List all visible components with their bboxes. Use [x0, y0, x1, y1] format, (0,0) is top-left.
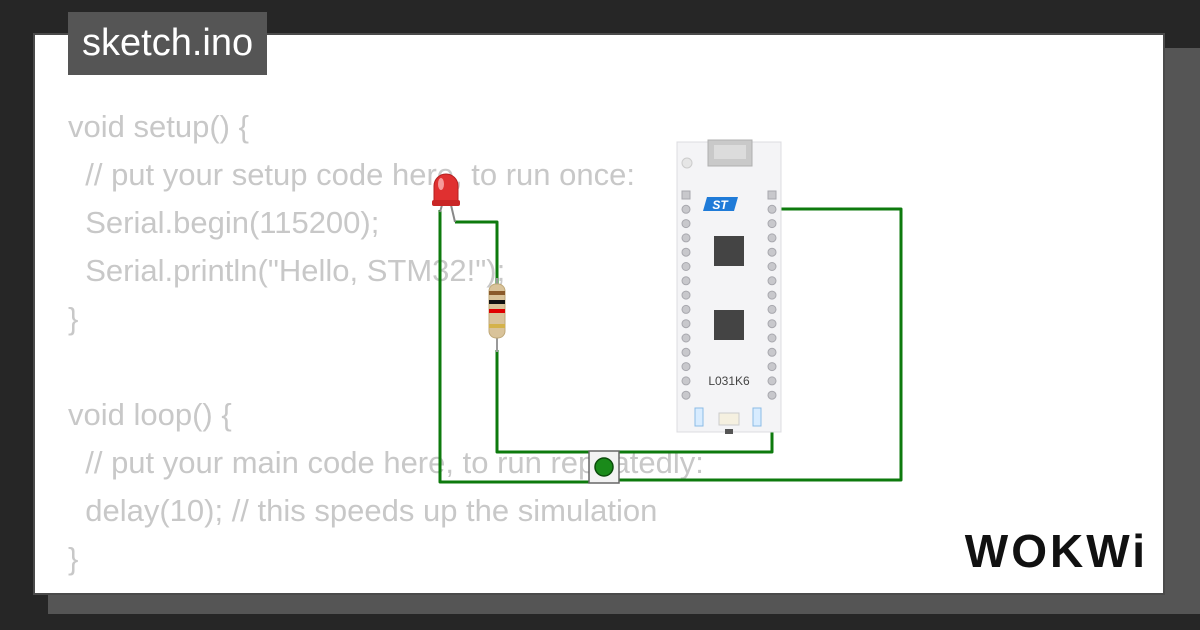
header-pin[interactable] [767, 304, 777, 314]
code-line: Serial.begin(115200); [68, 205, 380, 240]
wokwi-logo: WOKWi [964, 525, 1148, 577]
header-pin[interactable] [767, 190, 777, 200]
header-pin[interactable] [681, 376, 691, 386]
header-pin[interactable] [681, 390, 691, 400]
header-pin[interactable] [681, 304, 691, 314]
code-line: // put your setup code here, to run once… [68, 157, 635, 192]
file-tab-sketch-ino[interactable]: sketch.ino [68, 12, 268, 75]
header-pin[interactable] [681, 347, 691, 357]
red-led[interactable] [432, 173, 460, 223]
left-pin-header [681, 190, 691, 400]
header-pin[interactable] [767, 319, 777, 329]
board-label: L031K6 [708, 374, 750, 388]
header-pin[interactable] [681, 190, 691, 200]
header-pin[interactable] [681, 247, 691, 257]
right-pin-header [767, 190, 777, 400]
push-button[interactable] [588, 450, 620, 484]
project-card [33, 33, 1165, 595]
code-line: Serial.println("Hello, STM32!"); [68, 253, 506, 288]
header-pin[interactable] [767, 262, 777, 271]
header-pin[interactable] [681, 276, 691, 286]
board-brand: ST [712, 198, 729, 212]
header-pin[interactable] [681, 219, 691, 229]
header-pin[interactable] [681, 262, 691, 271]
header-pin[interactable] [767, 390, 777, 400]
wire-led-anode-to-button[interactable] [438, 210, 590, 484]
header-pin[interactable] [767, 247, 777, 257]
header-pin[interactable] [767, 362, 777, 372]
header-pin[interactable] [767, 219, 777, 229]
header-pin[interactable] [681, 362, 691, 372]
code-line: delay(10); // this speeds up the simulat… [68, 493, 658, 528]
mcu-chip [714, 310, 744, 340]
header-pin[interactable] [767, 333, 777, 343]
code-editor[interactable]: void setup() { // put your setup code he… [68, 103, 704, 583]
stm32-board[interactable]: ST L031K6 [676, 139, 782, 434]
header-pin[interactable] [681, 290, 691, 300]
header-pin[interactable] [767, 347, 777, 357]
small-chip [714, 236, 744, 266]
header-pin[interactable] [767, 233, 777, 243]
code-line: } [68, 541, 79, 576]
header-pin[interactable] [767, 376, 777, 386]
header-pin[interactable] [767, 276, 777, 286]
header-pin[interactable] [681, 333, 691, 343]
code-line: void loop() { [68, 397, 232, 432]
code-line: } [68, 301, 79, 336]
st-logo-icon: ST [703, 197, 738, 212]
resistor[interactable] [488, 278, 506, 352]
code-line: void setup() { [68, 109, 249, 144]
header-pin[interactable] [681, 233, 691, 243]
header-pin[interactable] [767, 204, 777, 214]
header-pin[interactable] [681, 319, 691, 329]
wires [438, 207, 903, 484]
header-pin[interactable] [681, 204, 691, 214]
header-pin[interactable] [767, 290, 777, 300]
wire-resistor-to-button[interactable] [495, 350, 590, 454]
wire-button-to-board-vin[interactable] [618, 207, 903, 482]
wire-led-cathode-to-resistor[interactable] [455, 220, 499, 285]
